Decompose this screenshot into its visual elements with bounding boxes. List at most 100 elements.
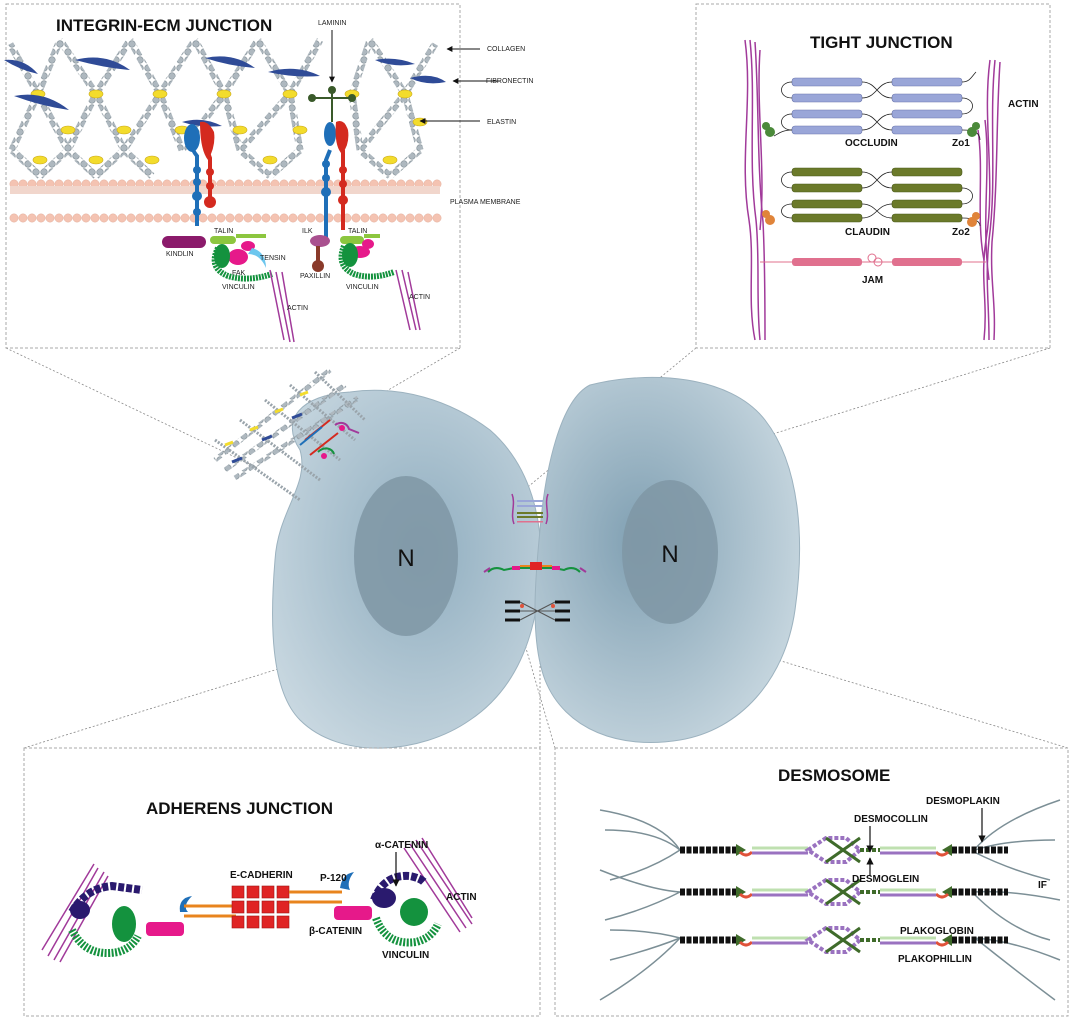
lipid-head — [36, 213, 46, 223]
desmosome-panel-frame — [554, 747, 1069, 1017]
jam-label: JAM — [862, 275, 883, 286]
mini-tight-junction — [511, 493, 549, 525]
lipid-head — [279, 213, 289, 223]
integrin-heterodimer-2 — [321, 121, 349, 240]
lipid-head — [288, 213, 298, 223]
lipid-head — [297, 213, 307, 223]
lipid-head — [90, 213, 100, 223]
integrin-ecm-panel: INTEGRIN-ECM JUNCTION — [4, 3, 533, 349]
if-filaments-left — [599, 809, 681, 1001]
desmosome-panel: DESMOSOME DESMOPLAKIN DESMOCOLLIN — [554, 747, 1069, 1017]
tight-panel-title: TIGHT JUNCTION — [810, 33, 953, 52]
e-cadherin-label: E-CADHERIN — [230, 870, 293, 881]
lipid-head — [99, 213, 109, 223]
adherens-panel-frame — [23, 747, 541, 1017]
desmoglein-label: DESMOGLEIN — [852, 874, 919, 885]
right-nucleus — [622, 480, 718, 624]
p120-label: P-120 — [320, 873, 347, 884]
talin-label-1: TALIN — [214, 228, 233, 235]
claudin-label: CLAUDIN — [845, 227, 890, 238]
adherens-right-complex — [289, 871, 442, 947]
left-nucleus-label: N — [397, 545, 414, 572]
tight-actin-label: ACTIN — [1008, 99, 1039, 110]
adherens-left-complex — [68, 881, 236, 957]
actin-label-1: ACTIN — [287, 305, 308, 312]
plakoglobin-label: PLAKOGLOBIN — [900, 926, 974, 937]
lipid-head — [369, 213, 379, 223]
kindlin-label: KINDLIN — [166, 251, 194, 258]
tight-actin-bundles — [744, 39, 1001, 341]
desmosome-strand — [680, 878, 1008, 906]
lipid-head — [45, 213, 55, 223]
lipid-head — [27, 213, 37, 223]
adherens-junction-panel: ADHERENS JUNCTION — [23, 747, 541, 1017]
mini-ecm-mesh — [213, 368, 367, 502]
collagen-label: COLLAGEN — [487, 46, 525, 53]
alpha-catenin-label: α-CATENIN — [375, 840, 428, 851]
lipid-head — [135, 213, 145, 223]
adherens-actin-right — [403, 837, 473, 933]
lipid-head — [216, 213, 226, 223]
lipid-head — [315, 213, 325, 223]
adherens-vinculin-label: VINCULIN — [382, 950, 429, 961]
e-cadherin-blocks — [231, 885, 290, 929]
tight-panel-frame — [695, 3, 1051, 349]
lipid-head — [432, 213, 442, 223]
fibronectin-label: FIBRONECTIN — [486, 78, 533, 85]
lipid-head — [378, 213, 388, 223]
lipid-head — [18, 213, 28, 223]
talin-label-2: TALIN — [348, 228, 367, 235]
lipid-head — [72, 213, 82, 223]
lipid-head — [198, 213, 208, 223]
lipid-head — [153, 213, 163, 223]
fak-label: FAK — [232, 270, 246, 277]
lipid-head — [162, 213, 172, 223]
lipid-head — [387, 213, 397, 223]
elastin-crosslinks — [30, 89, 428, 165]
desmosome-strand — [680, 836, 1008, 864]
paxillin-label: PAXILLIN — [300, 273, 330, 280]
tensin-label: TENSIN — [260, 255, 286, 262]
lipid-head — [108, 213, 118, 223]
integrin-adaptors — [162, 234, 421, 343]
lipid-head — [9, 213, 19, 223]
lipid-head — [243, 213, 253, 223]
mini-desmosome — [505, 600, 570, 622]
left-nucleus — [354, 476, 458, 636]
plasma-membrane — [9, 179, 442, 223]
zo-proteins — [762, 122, 980, 227]
lipid-head — [252, 213, 262, 223]
lipid-head — [63, 213, 73, 223]
lipid-head — [360, 213, 370, 223]
right-nucleus-label: N — [661, 541, 678, 568]
desmosome-strands — [680, 836, 1008, 954]
desmoplakin-label: DESMOPLAKIN — [926, 796, 1000, 807]
integrin-panel-title: INTEGRIN-ECM JUNCTION — [56, 16, 272, 35]
occludin-label: OCCLUDIN — [845, 138, 898, 149]
lipid-head — [306, 213, 316, 223]
laminin-label: LAMININ — [318, 20, 346, 27]
lipid-head — [54, 213, 64, 223]
ilk-label: ILK — [302, 228, 313, 235]
adherens-actin-label: ACTIN — [446, 892, 477, 903]
lipid-head — [126, 213, 136, 223]
laminin — [308, 86, 356, 122]
lipid-head — [234, 213, 244, 223]
lipid-head — [405, 213, 415, 223]
tight-junction-panel: TIGHT JUNCTION — [695, 3, 1051, 349]
integrin-panel-frame — [5, 3, 461, 349]
integrin-heterodimer-1 — [184, 121, 216, 226]
lipid-head — [144, 213, 154, 223]
if-label: IF — [1038, 880, 1047, 891]
zo1-label: Zo1 — [952, 138, 970, 149]
lipid-head — [261, 213, 271, 223]
jam-proteins — [760, 253, 986, 267]
desmocollin-label: DESMOCOLLIN — [854, 814, 928, 825]
lipid-head — [171, 213, 181, 223]
desmosome-panel-title: DESMOSOME — [778, 766, 890, 785]
cells-group: N N — [213, 368, 801, 749]
vinculin-label-1: VINCULIN — [222, 284, 255, 291]
plasma-membrane-label: PLASMA MEMBRANE — [450, 199, 521, 206]
vinculin-label-2: VINCULIN — [346, 284, 379, 291]
plakophillin-label: PLAKOPHILLIN — [898, 954, 972, 965]
